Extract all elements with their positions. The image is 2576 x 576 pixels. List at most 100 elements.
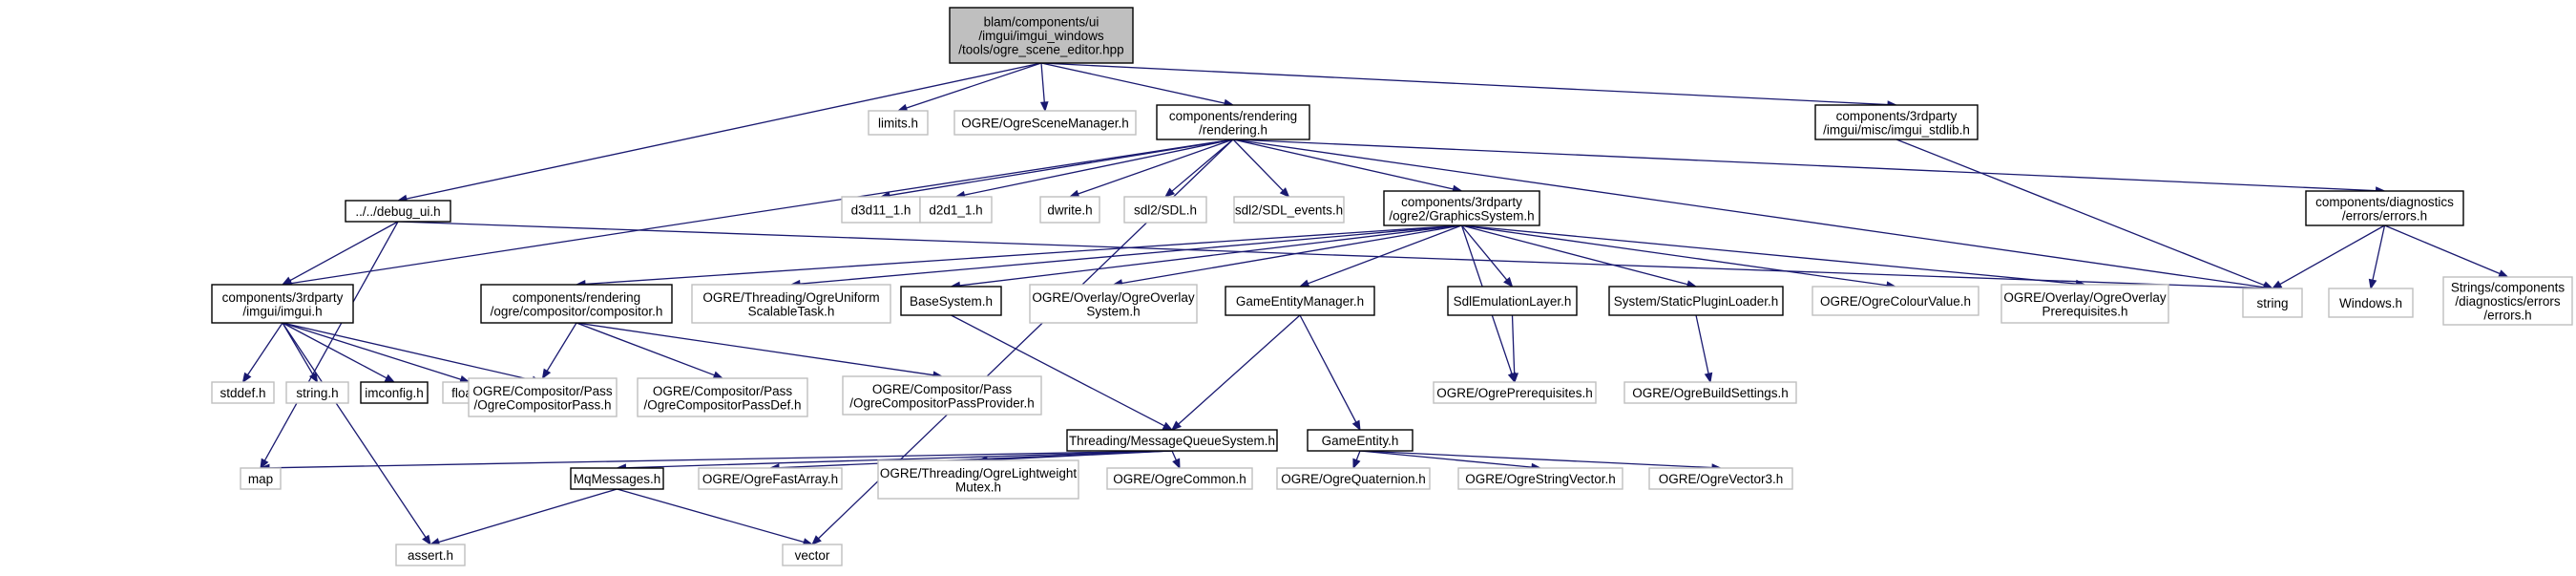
node-label: MqMessages.h <box>574 472 661 486</box>
node-box <box>345 200 451 223</box>
node-staticplugin[interactable]: System/StaticPluginLoader.h <box>1608 286 1784 316</box>
edge-root-to-rendering <box>1040 62 1235 108</box>
node-box <box>2442 276 2573 326</box>
node-box <box>1225 286 1375 316</box>
node-d3d11: d3d11_1.h <box>841 196 921 224</box>
node-ogrequaternion: OGRE/OgreQuaternion.h <box>1276 467 1431 490</box>
node-mqmessages[interactable]: MqMessages.h <box>570 467 664 490</box>
node-label: sdl2/SDL.h <box>1134 203 1197 218</box>
node-box <box>1457 467 1623 490</box>
node-label: components/3rdparty <box>222 290 344 305</box>
node-rendering[interactable]: components/rendering/rendering.h <box>1156 104 1310 140</box>
node-box <box>1814 104 1979 140</box>
node-ogreprereq: OGRE/OgrePrerequisites.h <box>1433 381 1597 404</box>
node-box <box>570 467 664 490</box>
node-label: /ogre2/GraphicsSystem.h <box>1389 208 1534 223</box>
node-label: string.h <box>296 386 338 400</box>
node-imconfig[interactable]: imconfig.h <box>360 381 429 404</box>
node-box <box>1106 467 1253 490</box>
node-box <box>919 196 993 224</box>
node-assert: assert.h <box>395 544 466 566</box>
node-vector: vector <box>782 544 843 566</box>
node-label: OGRE/Overlay/OgreOverlay <box>1032 290 1195 305</box>
node-box <box>842 375 1042 416</box>
edge-rendering-to-graphicssystem <box>1232 139 1463 194</box>
node-imgui_h[interactable]: components/3rdparty/imgui/imgui.h <box>211 284 354 324</box>
node-graphicssystem[interactable]: components/3rdparty/ogre2/GraphicsSystem… <box>1383 190 1540 226</box>
node-errors[interactable]: components/diagnostics/errors/errors.h <box>2305 190 2464 226</box>
node-sdl: sdl2/SDL.h <box>1123 196 1207 224</box>
node-label: sdl2/SDL_events.h <box>1235 203 1343 218</box>
edge-rendering-to-sdl_events <box>1232 139 1290 198</box>
node-label: /imgui/imgui.h <box>242 304 322 318</box>
node-label: /imgui/misc/imgui_stdlib.h <box>1823 122 1970 137</box>
node-label: components/diagnostics <box>2315 195 2454 209</box>
edge-root-to-ogrescenemanager <box>1039 62 1049 113</box>
edge-root-to-debug_ui <box>396 62 1042 203</box>
node-map: map <box>240 467 282 490</box>
node-box <box>637 377 808 417</box>
node-label: components/rendering <box>1169 109 1297 123</box>
edge-compositor-to-compositorpassprovider <box>576 322 944 379</box>
node-gameentitymanager[interactable]: GameEntityManager.h <box>1225 286 1375 316</box>
node-box <box>360 381 429 404</box>
node-label: /diagnostics/errors <box>2455 294 2561 309</box>
node-d2d1: d2d1_1.h <box>919 196 993 224</box>
node-box <box>468 377 618 417</box>
node-ogrecommon: OGRE/OgreCommon.h <box>1106 467 1253 490</box>
edge-staticplugin-to-ogrebuildsettings <box>1695 314 1713 384</box>
node-strings_errors: Strings/components/diagnostics/errors/er… <box>2442 276 2573 326</box>
node-label: /errors.h <box>2483 309 2531 323</box>
node-ogrebuildsettings: OGRE/OgreBuildSettings.h <box>1623 381 1797 404</box>
node-box <box>1383 190 1540 226</box>
node-imgui_stdlib[interactable]: components/3rdparty/imgui/misc/imgui_std… <box>1814 104 1979 140</box>
edge-imgui_stdlib-to-string <box>1895 139 2274 289</box>
node-label: OGRE/Compositor/Pass <box>653 384 793 398</box>
node-box <box>1156 104 1310 140</box>
node-box <box>877 459 1079 500</box>
node-basesystem[interactable]: BaseSystem.h <box>900 286 1002 316</box>
node-box <box>240 467 282 490</box>
node-label: /tools/ogre_scene_editor.hpp <box>958 43 1123 57</box>
node-sdl_events: sdl2/SDL_events.h <box>1233 196 1345 224</box>
node-label: /ogre/compositor/compositor.h <box>491 304 663 318</box>
node-box <box>698 467 843 490</box>
node-box <box>211 284 354 324</box>
node-gameentity[interactable]: GameEntity.h <box>1307 429 1414 452</box>
node-ogrestringvector: OGRE/OgreStringVector.h <box>1457 467 1623 490</box>
node-box <box>2242 288 2303 318</box>
node-compositorpassdef: OGRE/Compositor/Pass/OgreCompositorPassD… <box>637 377 808 417</box>
edge-rendering-to-errors <box>1232 139 2386 195</box>
node-windows: Windows.h <box>2328 288 2414 318</box>
node-box <box>1608 286 1784 316</box>
node-label: /imgui/imgui_windows <box>978 29 1104 43</box>
node-box <box>1447 286 1578 316</box>
node-label: ../../debug_ui.h <box>355 204 440 219</box>
node-limits: limits.h <box>868 110 929 136</box>
node-label: OGRE/OgreSceneManager.h <box>961 117 1129 131</box>
node-compositor[interactable]: components/rendering/ogre/compositor/com… <box>480 284 673 324</box>
edge-messagequeue-to-ogrecommon <box>1171 450 1181 470</box>
node-sdlemulation[interactable]: SdlEmulationLayer.h <box>1447 286 1578 316</box>
node-box <box>285 381 349 404</box>
node-label: /OgreCompositorPass.h <box>473 397 611 412</box>
node-label: assert.h <box>408 548 453 563</box>
node-box <box>211 381 275 404</box>
node-label: blam/components/ui <box>984 15 1100 30</box>
edge-mqmessages-to-vector <box>617 488 814 546</box>
node-debug_ui[interactable]: ../../debug_ui.h <box>345 200 451 223</box>
node-label: Windows.h <box>2339 296 2402 310</box>
node-messagequeue[interactable]: Threading/MessageQueueSystem.h <box>1066 429 1278 452</box>
node-box <box>1029 284 1198 324</box>
node-label: /OgreCompositorPassDef.h <box>643 397 801 412</box>
node-box <box>1123 196 1207 224</box>
node-box <box>1433 381 1597 404</box>
node-box <box>1066 429 1278 452</box>
node-label: BaseSystem.h <box>910 294 993 309</box>
node-box <box>953 110 1137 136</box>
edge-graphicssystem-to-gameentitymanager <box>1298 224 1462 288</box>
node-stddef: stddef.h <box>211 381 275 404</box>
node-box <box>1307 429 1414 452</box>
